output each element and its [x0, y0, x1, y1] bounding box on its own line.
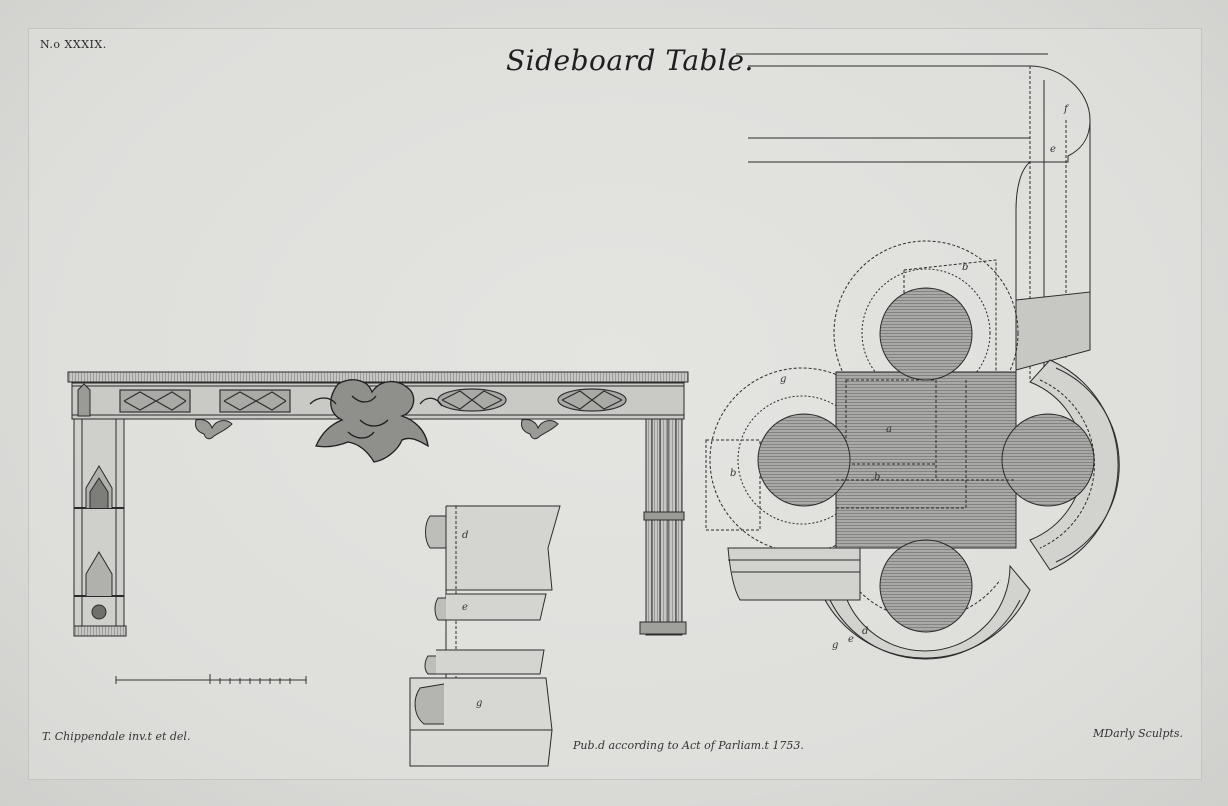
moulding-label-d: d: [462, 530, 468, 541]
carved-rococo-apron: [309, 379, 443, 463]
plan-label-b-left: b: [730, 468, 736, 479]
engraver-credit: MDarly Sculpts.: [1093, 727, 1184, 740]
corner-plan-lines: [736, 53, 1091, 380]
plate-number: N.o XXXIX.: [40, 38, 107, 51]
leg-plan-quatrefoil: [705, 240, 1120, 660]
table-top: [67, 371, 689, 383]
plan-label-g-bottom: g: [832, 640, 838, 651]
reeded-leg-right: [639, 418, 687, 636]
frieze-fret-panels: [119, 388, 627, 413]
moulding-label-e: e: [462, 602, 468, 613]
moulding-profiles: [409, 505, 561, 767]
designer-credit: T. Chippendale inv.t et del.: [42, 730, 191, 743]
scale-bar: [115, 674, 307, 684]
plan-label-d-bottom: d: [862, 626, 868, 637]
gothic-leg-left: [73, 383, 127, 637]
publication-line: Pub.d according to Act of Parliam.t 1753…: [573, 739, 804, 752]
plan-label-e-right: e: [1050, 144, 1056, 155]
plan-label-e-bottom: e: [848, 634, 854, 645]
plan-label-g-top: g: [780, 374, 786, 385]
plan-label-b-center: b: [874, 472, 880, 483]
plan-label-f-right: f: [1063, 104, 1070, 115]
pendant-bracket-right: [521, 419, 559, 440]
table-elevation: [67, 371, 689, 637]
pendant-bracket-left: [195, 419, 233, 440]
moulding-label-g: g: [476, 698, 482, 709]
plan-label-b-top: b: [962, 262, 968, 273]
plan-label-a: a: [886, 424, 892, 435]
plate-title: Sideboard Table.: [506, 44, 754, 77]
